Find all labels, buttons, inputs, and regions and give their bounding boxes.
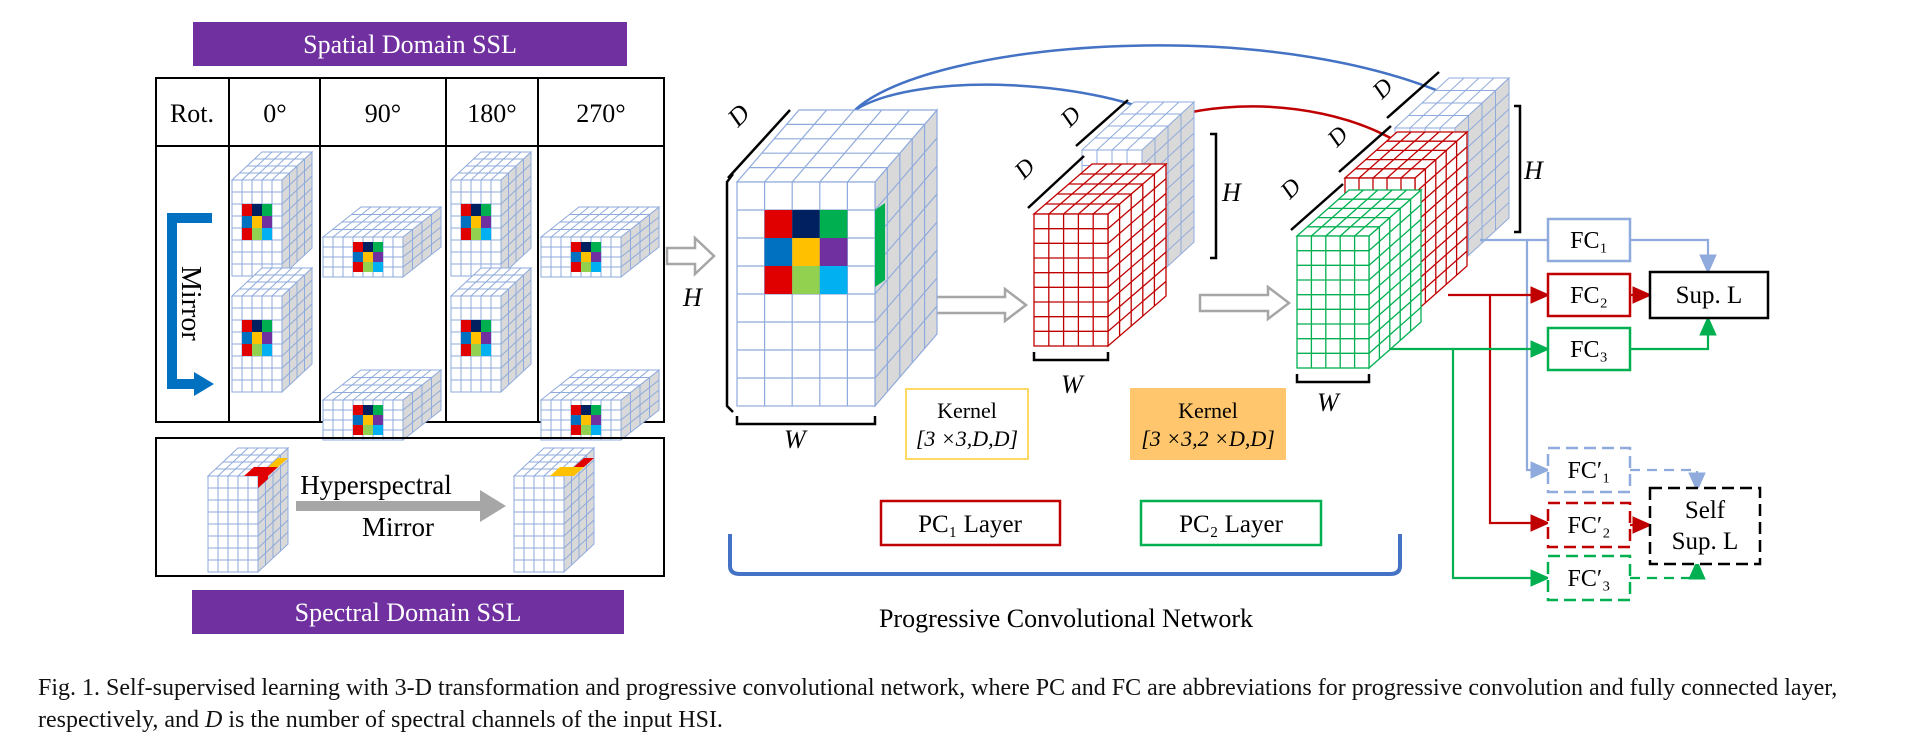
cube-rot180-top-patch xyxy=(461,204,491,240)
sup-loss-box xyxy=(1648,270,1770,320)
fc2-box xyxy=(1546,272,1632,318)
fc2-label: FC₂ xyxy=(1570,283,1608,309)
dim-D-pc1-b: D xyxy=(1009,154,1040,185)
network-layer xyxy=(725,71,1522,426)
mirror-label: Mirror xyxy=(175,266,206,341)
fc3-label: FC₃ xyxy=(1570,337,1608,363)
cube-rot180-top xyxy=(449,150,533,278)
self-sup-loss-box xyxy=(1648,486,1762,566)
fc3p-box xyxy=(1546,554,1632,602)
pc2-D-bracket-a xyxy=(1290,183,1344,231)
input-cube-patch xyxy=(764,210,848,294)
caption-part2: is the number of spectral channels of th… xyxy=(222,707,723,733)
kernel1-spec: [3 ×3,D,D] xyxy=(916,426,1018,451)
angle-0: 0° xyxy=(263,99,286,128)
fc1p-box xyxy=(1546,446,1632,494)
pc1-legend-box xyxy=(879,499,1062,547)
spectral-banner xyxy=(192,590,624,634)
rot-header: Rot. xyxy=(170,99,214,128)
dim-D-pc1-a: D xyxy=(1055,102,1086,133)
pc1-red-cube xyxy=(1032,162,1168,348)
dim-D-input: D xyxy=(721,98,756,133)
fc3-box xyxy=(1546,326,1632,372)
self-sup-label-1: Self xyxy=(1685,497,1726,524)
network-title: Progressive Convolutional Network xyxy=(879,604,1253,633)
dim-H-pc1: H xyxy=(1221,178,1242,207)
cube-rot270-bottom-patch xyxy=(571,405,601,435)
input-W-bracket xyxy=(735,416,877,426)
pc1-H-bracket xyxy=(1210,132,1218,260)
cube-rot90-top-patch xyxy=(353,242,383,272)
pc1-arrow xyxy=(933,286,1029,324)
angle-270: 270° xyxy=(576,99,625,128)
spectral-banner-text: Spectral Domain SSL xyxy=(295,598,522,627)
pc2-legend: PC₂ Layer xyxy=(1179,511,1284,538)
pc1-legend: PC₁ Layer xyxy=(918,511,1023,538)
pc1-D-bracket-a xyxy=(1027,155,1085,209)
dim-H-pc2: H xyxy=(1523,156,1544,185)
pc2-W-bracket xyxy=(1295,374,1371,384)
kernel2-title: Kernel xyxy=(1178,398,1238,423)
fc2p-box xyxy=(1546,501,1632,549)
cube-rot0-bottom-patch xyxy=(242,320,272,356)
pc2-green-cube xyxy=(1295,188,1423,370)
cube-rot180-bottom-patch xyxy=(461,320,491,356)
dim-D-pc2-c: D xyxy=(1275,174,1306,205)
network-brace xyxy=(728,534,1402,576)
caption-part1: Fig. 1. Self-supervised learning with 3-… xyxy=(38,675,1838,733)
pc1-W-bracket xyxy=(1032,352,1110,362)
figure-caption: Fig. 1. Self-supervised learning with 3-… xyxy=(38,672,1878,736)
kernel1-box xyxy=(905,388,1029,460)
hyperspectral-label-1: Hyperspectral xyxy=(300,470,451,500)
pc1-D-bracket-b xyxy=(1075,99,1129,147)
dim-W-pc2: W xyxy=(1317,388,1341,417)
pc2-arrow xyxy=(1198,284,1292,322)
hyperspectral-arrow xyxy=(296,490,506,522)
fc1p-label: FC′₁ xyxy=(1568,458,1611,484)
kernel2-spec: [3 ×3,2 ×D,D] xyxy=(1141,426,1275,451)
pc2-D-bracket-c xyxy=(1386,71,1440,119)
hyperspectral-label-2: Mirror xyxy=(362,512,434,542)
spectral-cube-before xyxy=(206,446,290,574)
kernel2-box xyxy=(1130,388,1286,460)
fc1-label: FC₁ xyxy=(1570,228,1608,254)
spectral-panel xyxy=(155,437,665,577)
dim-H-input: H xyxy=(682,283,703,312)
cube-rot270-top-patch xyxy=(571,242,601,272)
head-connections xyxy=(1390,238,1717,587)
input-D-bracket xyxy=(727,109,791,179)
dim-W-pc1: W xyxy=(1061,370,1085,399)
dim-D-pc2-b: D xyxy=(1322,122,1353,153)
self-sup-label-2: Sup. L xyxy=(1672,528,1739,555)
dim-W-input: W xyxy=(784,425,808,454)
angle-90: 90° xyxy=(365,99,401,128)
spatial-banner xyxy=(193,22,627,66)
fc3p-label: FC′₃ xyxy=(1568,566,1611,592)
pc2-H-bracket xyxy=(1514,104,1522,234)
caption-symbol: D xyxy=(205,707,223,733)
fc1-box xyxy=(1546,217,1632,263)
sup-loss-label: Sup. L xyxy=(1676,282,1743,309)
input-arrow xyxy=(665,235,716,277)
skip-arc-outer xyxy=(854,44,1478,111)
pc2-D-bracket-b xyxy=(1338,125,1392,173)
spectral-cube-after xyxy=(512,446,596,574)
kernel1-title: Kernel xyxy=(937,398,997,423)
dim-D-pc2-a: D xyxy=(1367,74,1398,105)
input-H-bracket xyxy=(725,173,734,413)
pc2-legend-box xyxy=(1139,499,1323,547)
mirror-arrow xyxy=(167,213,214,396)
cube-rot90-bottom-patch xyxy=(353,405,383,435)
cube-rot0-top-patch xyxy=(242,204,272,240)
spatial-banner-text: Spatial Domain SSL xyxy=(303,30,517,59)
fc2p-label: FC′₂ xyxy=(1568,513,1611,539)
angle-180: 180° xyxy=(467,99,516,128)
cube-layer xyxy=(206,150,661,574)
